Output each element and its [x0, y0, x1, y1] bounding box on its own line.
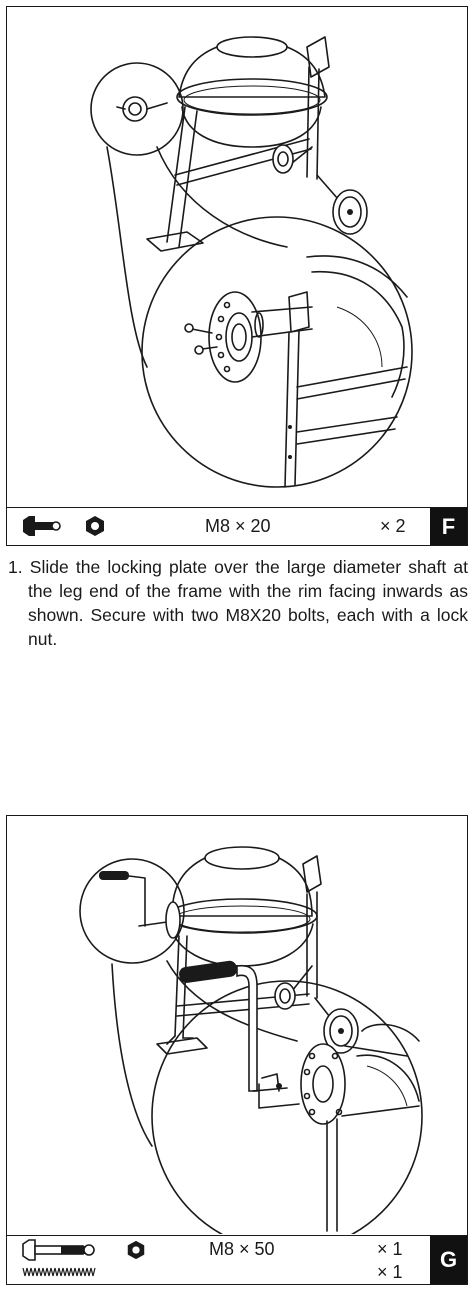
step-label-badge: F: [430, 508, 467, 545]
step-label-badge: G: [430, 1236, 467, 1284]
assembly-panel-g: M8 × 50 × 1 × 1 G: [6, 815, 468, 1285]
parts-list-g: M8 × 50 × 1 × 1 G: [7, 1235, 467, 1284]
bolt-quantity: × 1: [377, 1239, 403, 1259]
lock-nut-icon: [86, 516, 104, 536]
assembly-panel-f: M8 × 20 × 2 F: [6, 6, 468, 546]
long-bolt-icon: [22, 1239, 95, 1261]
mixer-locking-plate-illustration: [90, 36, 413, 488]
spring-icon: [22, 1267, 96, 1277]
bolt-quantity: × 2: [380, 516, 406, 536]
bolt-spec: M8 × 50: [209, 1239, 275, 1259]
bolt-spec: M8 × 20: [205, 516, 271, 536]
step-instruction: 1. Slide the locking plate over the larg…: [8, 557, 468, 649]
parts-list-f: M8 × 20 × 2 F: [7, 507, 467, 545]
mixer-crank-handle-illustration: [79, 846, 423, 1234]
lock-nut-icon: [127, 1240, 145, 1260]
bolt-icon: [23, 516, 61, 536]
spring-quantity: × 1: [377, 1262, 403, 1282]
